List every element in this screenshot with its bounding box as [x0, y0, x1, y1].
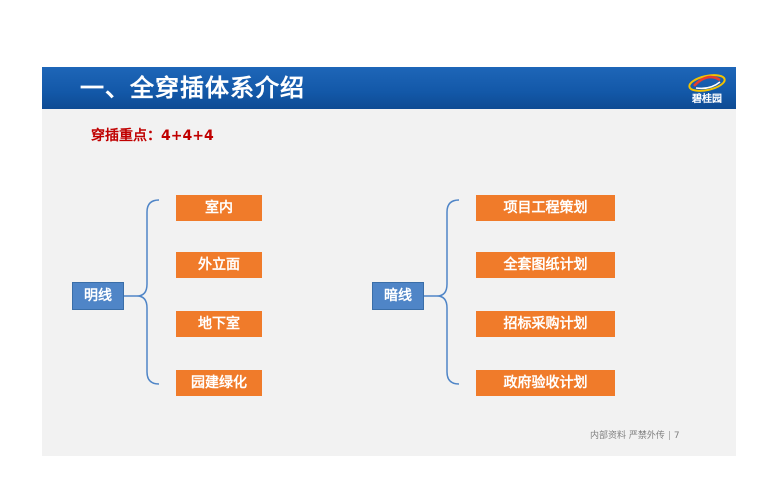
slide-background [42, 67, 736, 456]
footer-separator: | [667, 431, 671, 441]
node-right-item-2: 全套图纸计划 [476, 252, 615, 278]
node-right-item-3: 招标采购计划 [476, 311, 615, 337]
node-left-item-1: 室内 [176, 195, 262, 221]
node-left-item-3: 地下室 [176, 311, 262, 337]
slide-title: 一、全穿插体系介绍 [80, 74, 305, 102]
title-bar [42, 67, 736, 109]
footer: 内部资料 严禁外传|7 [590, 430, 680, 442]
node-right-item-1: 项目工程策划 [476, 195, 615, 221]
node-right-main: 暗线 [372, 282, 424, 310]
node-left-item-4: 园建绿化 [176, 370, 262, 396]
page-number: 7 [673, 431, 680, 441]
node-right-item-4: 政府验收计划 [476, 370, 615, 396]
subtitle: 穿插重点：4+4+4 [91, 128, 214, 144]
node-left-main: 明线 [72, 282, 124, 310]
logo-icon [688, 74, 726, 92]
logo-text: 碧桂园 [692, 94, 722, 105]
footer-text: 内部资料 严禁外传 [590, 431, 665, 441]
node-left-item-2: 外立面 [176, 252, 262, 278]
